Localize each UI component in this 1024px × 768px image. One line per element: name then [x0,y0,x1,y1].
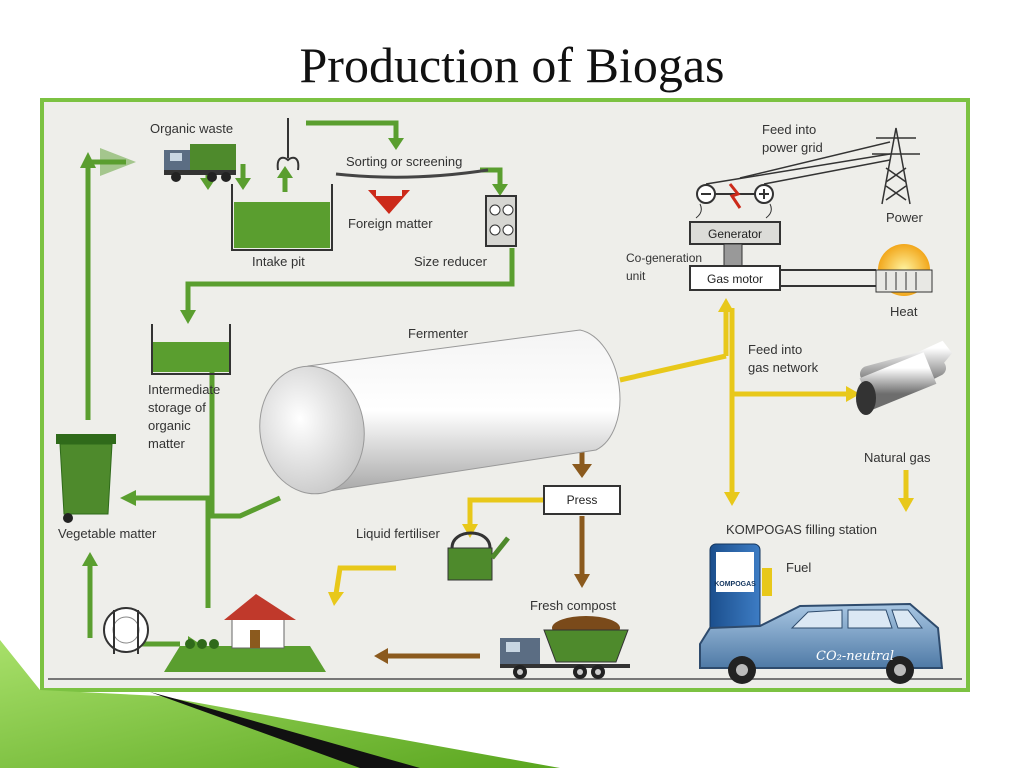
label-intermediate-2: storage of [148,400,206,415]
car-text: CO₂-neutral [816,649,894,664]
compost-truck [500,616,630,679]
label-sorting: Sorting or screening [346,154,462,169]
label-fermenter: Fermenter [408,326,469,341]
press-box [543,485,621,515]
brown-arrowheads [374,464,592,664]
foreign-matter-arrow [368,190,410,214]
yellow-arrowheads [328,298,914,606]
fermenter [259,329,621,495]
label-vegetable-matter: Vegetable matter [58,526,157,541]
slide-title: Production of Biogas [299,37,725,93]
corner-green-swoosh [0,640,560,768]
label-cogen-1: Co-generation [626,251,702,265]
flow-storage-to-fermenter [209,372,282,519]
label-fresh-compost: Fresh compost [530,598,616,613]
grab-crane [276,118,300,171]
label-feed-gas-2: gas network [748,360,819,375]
green-arrowheads [80,138,508,652]
intermediate-storage [151,324,231,375]
size-reducer [485,195,517,247]
generator-unit [689,183,876,291]
watering-can [447,531,510,581]
label-intermediate-4: matter [148,436,186,451]
label-feed-power-2: power grid [762,140,823,155]
label-organic-waste: Organic waste [150,121,233,136]
label-natural-gas: Natural gas [864,450,931,465]
biogas-diagram: Press [40,98,970,692]
pump-brand-label: KOMPOGAS [714,581,756,588]
label-heat: Heat [890,304,918,319]
label-intermediate-1: Intermediate [148,382,220,397]
label-feed-gas-1: Feed into [748,342,802,357]
corner-decoration [0,640,560,768]
flow-fermenter-to-hub [619,353,727,383]
flow-to-sorting [306,120,399,140]
gas-motor-label: Gas motor [707,272,763,286]
flow-field-to-bin [132,495,211,608]
flow-press-to-fertiliser [467,497,544,526]
label-filling-station: KOMPOGAS filling station [726,522,877,537]
car [699,602,944,684]
green-bin [56,434,116,523]
sorting-screen [335,168,489,179]
gas-pipe [856,340,953,415]
generator-label: Generator [708,227,762,241]
label-power: Power [886,210,924,225]
label-fuel: Fuel [786,560,811,575]
corner-black-stripe [150,692,420,768]
flow-fertiliser-to-field [333,565,396,595]
power-tower [705,127,920,205]
flow-reducer-to-storage [185,248,515,312]
label-feed-power-1: Feed into [762,122,816,137]
yellow-flows [333,308,909,595]
plate-icon [103,607,149,654]
label-intermediate-3: organic [148,418,191,433]
label-cogen-2: unit [626,269,646,283]
press-label: Press [567,493,598,507]
intake-pit [231,184,333,251]
label-intake-pit: Intake pit [252,254,305,269]
fuel-pump [709,543,772,649]
organic-waste-truck [164,144,236,182]
label-size-reducer: Size reducer [414,254,488,269]
farm [164,594,326,672]
heat-sun [875,244,933,296]
label-foreign-matter: Foreign matter [348,216,433,231]
label-liquid-fertiliser: Liquid fertiliser [356,526,440,541]
